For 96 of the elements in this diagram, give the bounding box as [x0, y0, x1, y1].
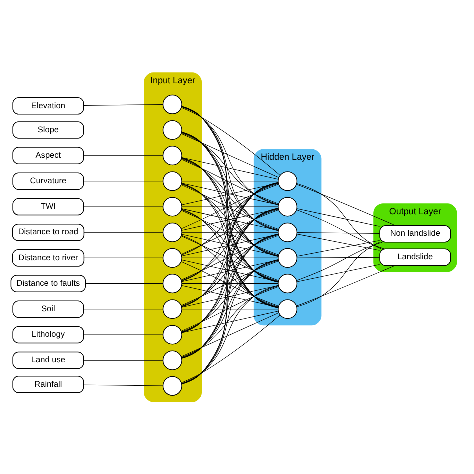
node-box: Elevation	[12, 97, 84, 114]
node-circle	[162, 120, 182, 140]
connector	[182, 206, 278, 207]
node-circle	[278, 171, 298, 191]
connector	[84, 129, 164, 130]
connector	[296, 256, 380, 258]
connector	[182, 132, 279, 256]
connector	[182, 259, 279, 358]
connector	[181, 286, 279, 332]
connector	[182, 257, 278, 258]
connector	[296, 208, 380, 226]
connector	[84, 257, 164, 258]
connector	[296, 234, 380, 250]
node-circle	[162, 222, 182, 242]
node-circle	[162, 350, 182, 370]
connector	[296, 242, 380, 307]
connector	[182, 284, 279, 308]
connector	[84, 180, 164, 182]
connector	[296, 182, 382, 249]
node-circle	[162, 376, 182, 396]
connector	[84, 308, 164, 310]
connector	[182, 310, 279, 333]
node-box: Rainfall	[12, 376, 84, 393]
node-box: Non landslide	[380, 224, 452, 242]
node-circle	[278, 299, 298, 319]
connector	[182, 158, 279, 256]
node-circle	[162, 146, 182, 166]
connector	[296, 242, 383, 280]
node-box: Landslide	[380, 248, 452, 266]
connector	[296, 264, 380, 282]
connector	[182, 259, 279, 282]
connector	[182, 182, 279, 205]
node-circle	[162, 196, 182, 216]
node-circle	[162, 299, 182, 319]
node-box: Distance to river	[12, 249, 85, 266]
connector	[182, 106, 279, 205]
connector	[181, 133, 280, 178]
connector	[182, 106, 279, 231]
connector	[182, 283, 278, 284]
node-circle	[162, 324, 182, 344]
connector	[182, 233, 279, 358]
connector	[296, 240, 380, 256]
connector	[182, 308, 278, 310]
cluster: Input Layer	[144, 72, 202, 402]
connector	[296, 265, 396, 306]
node-circle	[278, 248, 298, 268]
node-box: Distance to road	[12, 223, 85, 241]
connector	[181, 285, 279, 358]
connector	[182, 157, 279, 180]
connector	[181, 158, 279, 204]
connector	[296, 209, 385, 249]
node-circle	[278, 196, 298, 216]
connector	[181, 158, 279, 230]
connector	[182, 157, 279, 282]
connector	[182, 208, 278, 358]
connector	[84, 155, 164, 156]
connector	[182, 132, 279, 231]
node-box: Aspect	[12, 146, 84, 164]
connector	[84, 104, 164, 106]
connector	[296, 184, 396, 226]
node-box: Soil	[12, 300, 84, 318]
connector	[182, 234, 279, 256]
connector	[84, 384, 164, 386]
node-box: Land use	[12, 351, 84, 369]
node-circle	[278, 222, 298, 242]
node-circle	[162, 94, 182, 114]
connector	[86, 283, 164, 284]
connector	[182, 234, 279, 332]
connector	[182, 233, 278, 384]
connector	[181, 132, 279, 204]
node-box: Distance to faults	[10, 274, 86, 292]
connector	[84, 334, 164, 335]
cluster: Hidden Layer	[254, 148, 322, 326]
connector	[182, 208, 279, 230]
connector	[182, 259, 279, 384]
node-box: Curvature	[12, 172, 84, 190]
connector	[182, 182, 278, 333]
connector	[181, 314, 281, 383]
node-circle	[162, 248, 182, 268]
connector	[182, 208, 279, 333]
node-box: TWI	[12, 198, 84, 216]
connector	[182, 180, 278, 182]
connector	[182, 132, 278, 282]
node-box: Slope	[12, 121, 84, 138]
connector	[84, 206, 164, 207]
node-circle	[278, 274, 298, 294]
connector	[181, 312, 280, 357]
node-box: Lithology	[12, 326, 84, 344]
node-circle	[162, 274, 182, 294]
connector	[182, 106, 278, 256]
connector	[181, 107, 281, 176]
node-circle	[162, 171, 182, 191]
connector	[182, 157, 278, 308]
connector	[182, 284, 279, 384]
connector	[296, 232, 380, 234]
connector	[181, 260, 279, 332]
